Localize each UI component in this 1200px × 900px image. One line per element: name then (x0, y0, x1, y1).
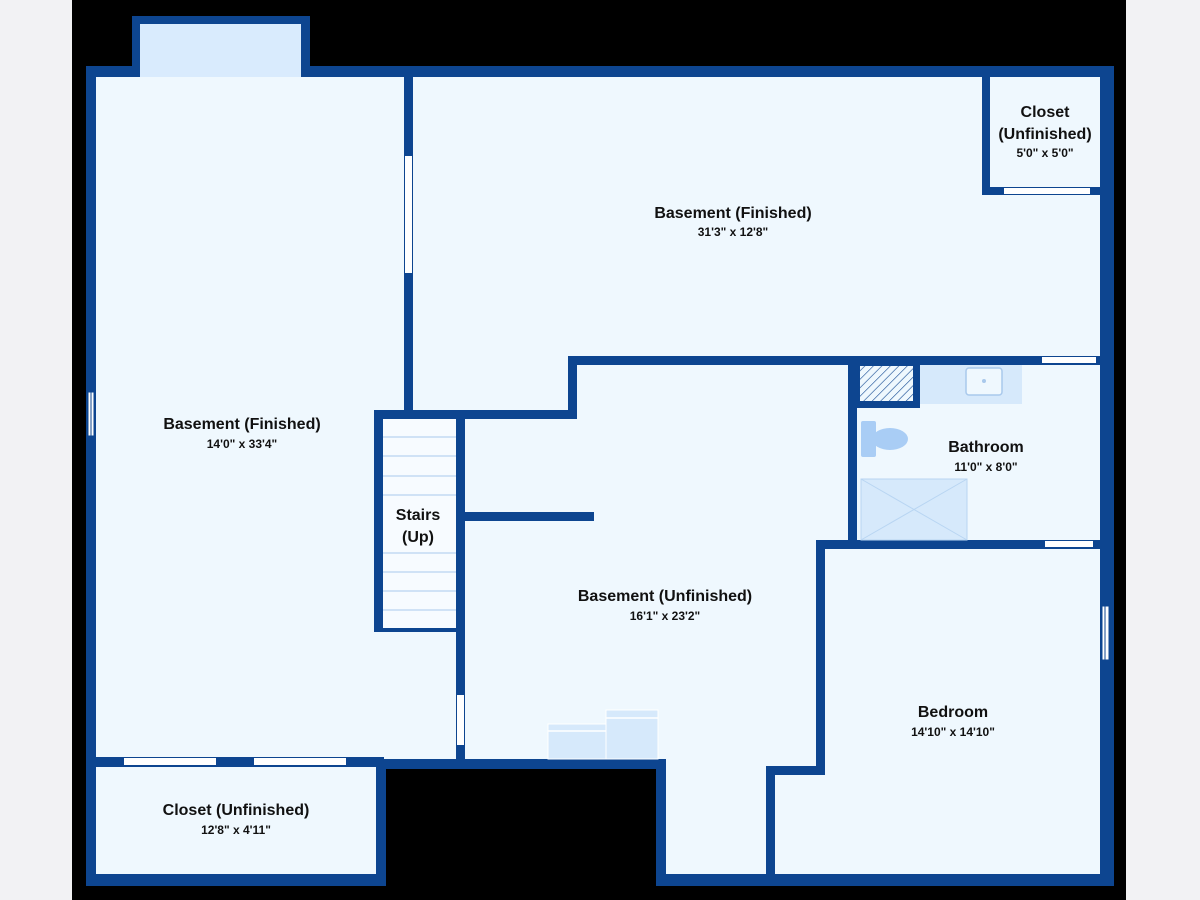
room-bathroom: Bathroom 11'0" x 8'0" (948, 439, 1024, 474)
room-name: Closet (Unfinished) (163, 802, 310, 819)
door-opening (1004, 188, 1090, 194)
room-dimensions: 31'3" x 12'8" (698, 225, 768, 239)
window-well-fill (140, 24, 301, 72)
door-opening (405, 156, 412, 273)
door-opening (124, 758, 216, 765)
door-opening (457, 695, 464, 745)
room-name-line1: Stairs (396, 507, 441, 524)
room-closet-bottom: Closet (Unfinished) 12'8" x 4'11" (163, 802, 310, 837)
openings (87, 156, 1110, 765)
room-name-line2: (Unfinished) (998, 126, 1091, 143)
floor-area (92, 72, 1108, 880)
storage-box-icon (547, 709, 659, 760)
room-basement-finished-top: Basement (Finished) 31'3" x 12'8" (654, 205, 811, 239)
room-dimensions: 14'0" x 33'4" (207, 437, 277, 451)
room-name-line2: (Up) (402, 529, 434, 546)
room-name: Basement (Unfinished) (578, 588, 752, 605)
shower-icon (860, 478, 968, 541)
room-dimensions: 14'10" x 14'10" (911, 725, 995, 739)
room-stairs: Stairs (Up) (389, 500, 449, 552)
hatched-block-pattern (860, 366, 913, 401)
room-name: Basement (Finished) (163, 416, 320, 433)
room-bedroom: Bedroom 14'10" x 14'10" (911, 704, 995, 739)
room-dimensions: 12'8" x 4'11" (201, 823, 271, 837)
door-opening (254, 758, 346, 765)
outer-walls (86, 66, 1114, 886)
plan-margin-right (1126, 0, 1200, 900)
room-name: Basement (Finished) (654, 205, 811, 222)
sink-icon (920, 365, 1022, 404)
room-name: Bathroom (948, 439, 1024, 456)
room-dimensions: 16'1" x 23'2" (630, 609, 700, 623)
door-opening (1042, 357, 1096, 363)
room-basement-unfinished: Basement (Unfinished) 16'1" x 23'2" (578, 588, 752, 623)
window-well-opening (140, 66, 301, 77)
plan-margin-left (0, 0, 72, 900)
room-dimensions: 5'0" x 5'0" (1016, 146, 1073, 160)
room-closet-top-right: Closet (Unfinished) 5'0" x 5'0" (998, 104, 1091, 160)
room-name: Bedroom (918, 704, 988, 721)
room-basement-finished-left: Basement (Finished) 14'0" x 33'4" (163, 416, 320, 451)
toilet-icon (861, 421, 908, 457)
room-name-line1: Closet (1021, 104, 1071, 121)
room-dimensions: 11'0" x 8'0" (954, 460, 1017, 474)
door-opening (1045, 541, 1093, 547)
